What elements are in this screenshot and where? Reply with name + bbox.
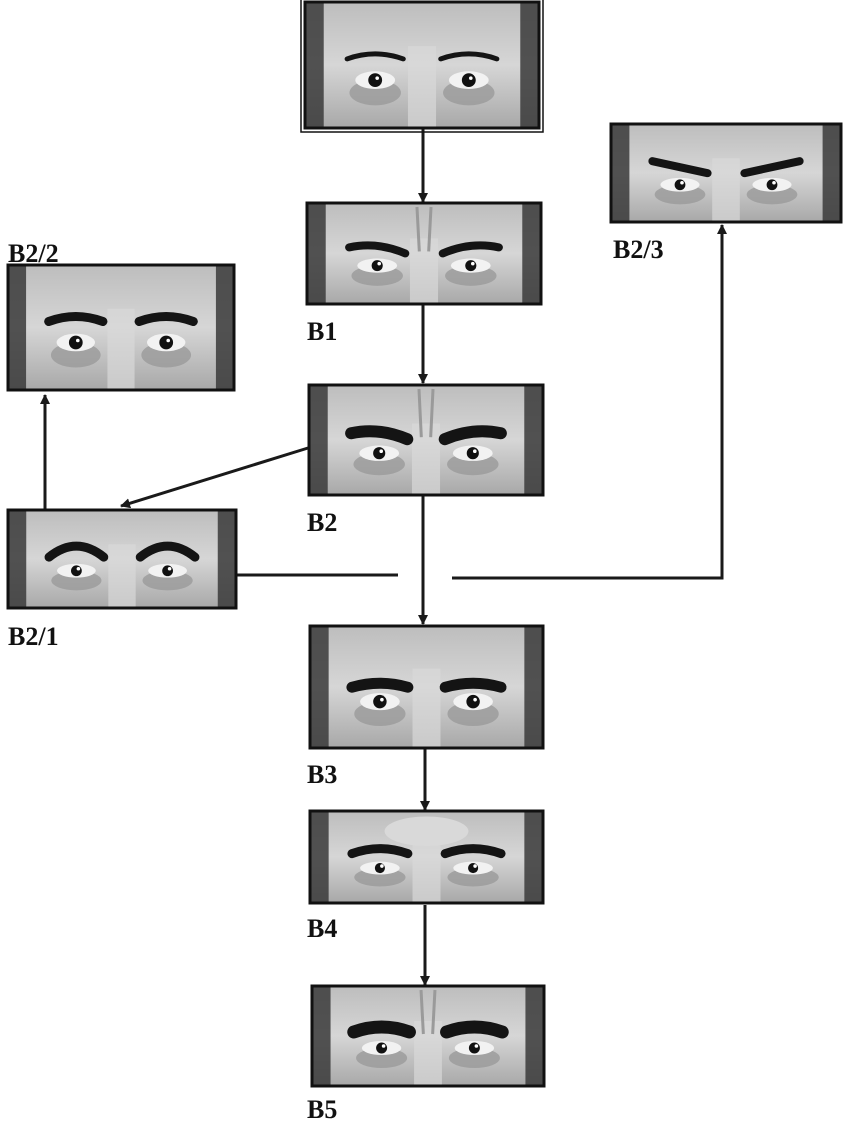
- label-b3: B3: [307, 760, 337, 789]
- labels: B1 B2 B2/1 B2/2 B2/3 B3 B4 B5: [8, 235, 664, 1124]
- edge-b2-b2-1: [120, 446, 309, 509]
- panel-b4: [308, 809, 545, 905]
- panel-b5: [310, 984, 546, 1088]
- panel-b2: [307, 383, 545, 497]
- label-b2-1: B2/1: [8, 622, 59, 651]
- connectors: [40, 128, 727, 986]
- panel-b2-2: [6, 263, 236, 392]
- label-b2-2: B2/2: [8, 239, 59, 268]
- panel-b2-3: [609, 122, 843, 224]
- edge-b2-1-b2-3: [452, 224, 727, 580]
- panel-b3: [308, 624, 545, 750]
- panel-b2-1: [6, 508, 238, 610]
- panel-b1: [305, 201, 543, 306]
- label-b4: B4: [307, 914, 337, 943]
- label-b5: B5: [307, 1095, 337, 1124]
- label-b2: B2: [307, 508, 337, 537]
- panel-root: [300, 0, 544, 133]
- label-b2-3: B2/3: [613, 235, 664, 264]
- photo-panels: [6, 0, 843, 1088]
- label-b1: B1: [307, 317, 337, 346]
